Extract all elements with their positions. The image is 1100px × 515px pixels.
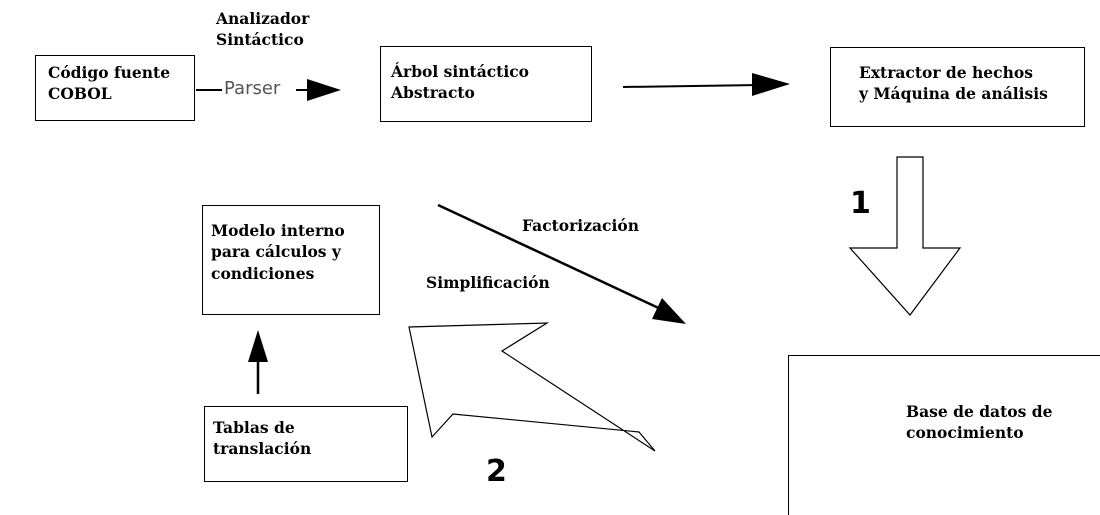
codigo-fuente-line-1: Código fuente <box>48 63 171 82</box>
factorizacion-label: Factorización <box>522 216 639 235</box>
base-datos-label: Base de datos de conocimiento <box>906 401 1052 444</box>
analizador-sintactico-label: Analizador Sintáctico <box>216 8 309 51</box>
modelo-interno-line-3: condiciones <box>211 263 315 283</box>
step-1-hollow-arrow <box>848 156 962 316</box>
extractor-hechos-line-1: Extractor de hechos <box>859 63 1033 82</box>
base-datos-line-2: conocimiento <box>906 423 1024 443</box>
arbol-to-extractor-head <box>752 73 790 96</box>
arbol-to-extractor-line <box>622 84 761 88</box>
arbol-sintactico-line-2: Abstracto <box>391 83 475 103</box>
modelo-interno-line-1: Modelo interno <box>211 221 345 240</box>
parser-label: Parser <box>224 78 281 99</box>
tablas-translacion-line-1: Tablas de <box>213 418 295 437</box>
simplificacion-label: Simplificación <box>426 273 550 292</box>
modelo-interno-line-2: para cálculos y <box>211 242 341 262</box>
analizador-line-1: Analizador <box>216 9 310 28</box>
tablas-to-modelo-head <box>248 330 268 362</box>
codigo-fuente-line-2: COBOL <box>48 84 112 104</box>
extractor-hechos-box: Extractor de hechos y Máquina de análisi… <box>830 47 1085 127</box>
factorizacion-head <box>652 298 686 324</box>
arbol-sintactico-box: Árbol sintáctico Abstracto <box>380 46 592 122</box>
factorizacion-line <box>437 203 666 313</box>
arbol-sintactico-line-1: Árbol sintáctico <box>391 62 530 81</box>
analizador-line-2: Sintáctico <box>216 30 304 50</box>
codigo-fuente-box: Código fuente COBOL <box>35 55 195 121</box>
modelo-interno-box: Modelo interno para cálculos y condicion… <box>202 205 380 315</box>
step-2-hollow-arrow <box>408 322 656 452</box>
step-2-number: 2 <box>486 454 507 489</box>
extractor-hechos-line-2: y Máquina de análisis <box>859 84 1048 104</box>
tablas-translacion-box: Tablas de translación <box>204 406 408 482</box>
tablas-translacion-line-2: translación <box>213 439 312 459</box>
base-datos-box <box>788 355 1100 515</box>
base-datos-line-1: Base de datos de <box>906 402 1053 421</box>
parser-arrow-head <box>307 79 341 101</box>
step-1-number: 1 <box>850 186 871 221</box>
